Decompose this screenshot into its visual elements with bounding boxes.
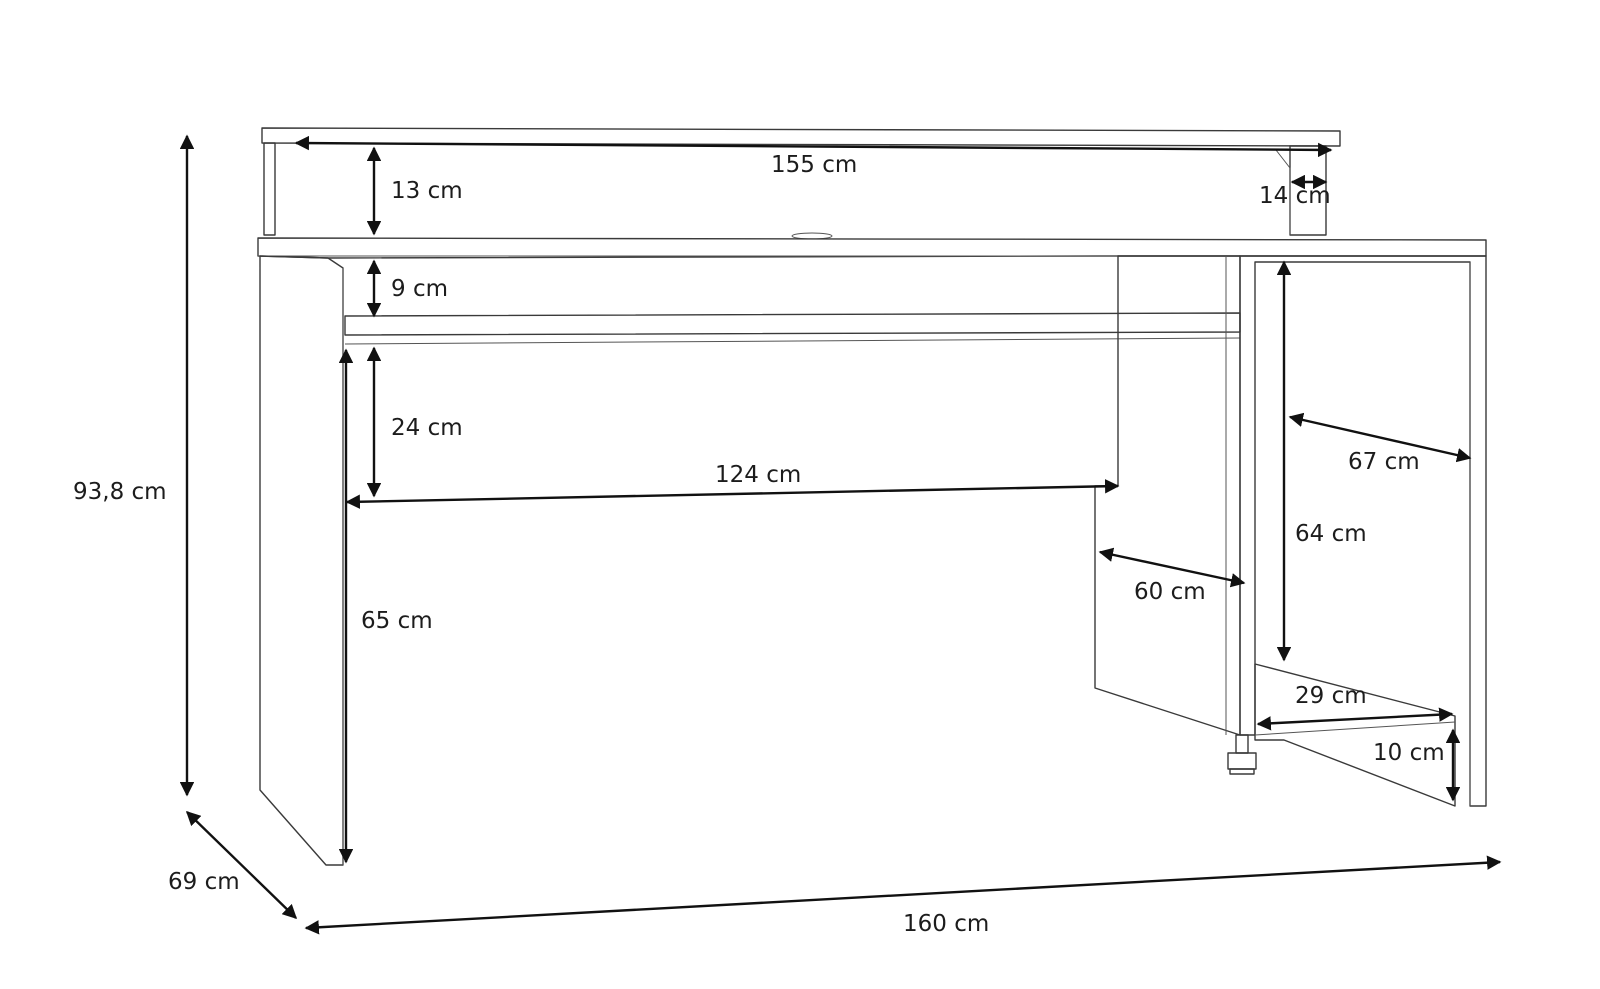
label-leg-height: 65 cm bbox=[361, 608, 433, 634]
label-depth: 69 cm bbox=[168, 869, 240, 895]
dim-line-total-width bbox=[304, 855, 1502, 935]
label-total-height: 93,8 cm bbox=[73, 479, 167, 505]
dim-line-inner-width bbox=[345, 479, 1120, 509]
desktop-board bbox=[257, 237, 1487, 259]
label-panel-depth: 60 cm bbox=[1134, 579, 1206, 605]
dimension-lines bbox=[179, 134, 1502, 935]
label-shelf-depth: 14 cm bbox=[1259, 183, 1331, 209]
adjustable-foot bbox=[1227, 734, 1257, 775]
dim-line-panel-depth bbox=[1098, 547, 1246, 588]
dim-line-shelf-width bbox=[294, 135, 1333, 158]
label-shelf-height: 13 cm bbox=[391, 178, 463, 204]
label-bottom-shelf-depth: 29 cm bbox=[1295, 683, 1367, 709]
bottom-shelf-edge bbox=[1254, 721, 1456, 736]
label-inner-width: 124 cm bbox=[715, 462, 801, 488]
cable-hole bbox=[791, 232, 833, 240]
label-bottom-shelf-height: 10 cm bbox=[1373, 740, 1445, 766]
keyboard-shelf-front bbox=[344, 337, 1241, 345]
dimension-labels: 93,8 cm 69 cm 160 cm 155 cm 13 cm 14 cm … bbox=[73, 152, 1445, 937]
label-top-gap: 9 cm bbox=[391, 276, 448, 302]
label-side-height: 64 cm bbox=[1295, 521, 1367, 547]
dim-line-side-depth bbox=[1288, 412, 1472, 463]
desk-drawing bbox=[257, 127, 1487, 866]
left-leg-panel bbox=[259, 255, 344, 866]
bottom-compartment-shelf bbox=[1254, 663, 1456, 807]
shelf-left-support bbox=[263, 142, 276, 236]
label-total-width: 160 cm bbox=[903, 911, 989, 937]
label-drawer-gap: 24 cm bbox=[391, 415, 463, 441]
dim-line-bottom-shelf-depth bbox=[1256, 707, 1454, 731]
top-shelf-board bbox=[261, 127, 1341, 147]
label-side-depth: 67 cm bbox=[1348, 449, 1420, 475]
label-shelf-width: 155 cm bbox=[771, 152, 857, 178]
middle-panel bbox=[1094, 255, 1241, 736]
dim-line-depth bbox=[185, 810, 298, 920]
keyboard-shelf bbox=[344, 312, 1241, 336]
